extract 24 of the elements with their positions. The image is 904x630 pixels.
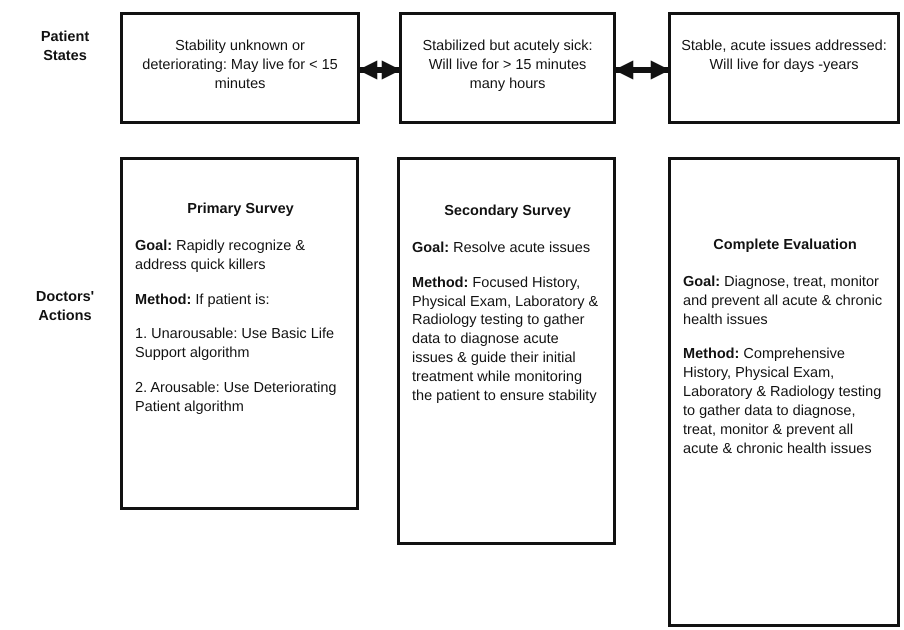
box-heading: Primary Survey	[186, 200, 295, 219]
row-label: Doctors' Actions	[34, 288, 96, 326]
body-text: Method: Focused History, Physical Exam, Laboratory & Radiology testing to gather data to diagnose acute issues & guide their initial treatment while monitoring the patient to ensure stability	[412, 274, 600, 406]
row-label: Patient States	[40, 28, 90, 66]
body-text: Goal: Rapidly recognize & address quick killers	[135, 236, 306, 275]
state-text: Stabilized but acutely sick: Will live for > 15 minutes many hours	[421, 37, 594, 94]
state-box	[668, 12, 900, 124]
body-text: Method: If patient is:	[135, 290, 271, 310]
body-text: 1. Unarousable: Use Basic Life Support algorithm	[135, 325, 336, 364]
action-box	[120, 157, 359, 510]
box-heading: Secondary Survey	[443, 202, 572, 221]
body-text: Goal: Diagnose, treat, monitor and prevent all acute & chronic health issues	[683, 272, 884, 330]
action-box	[397, 157, 616, 545]
state-box	[399, 12, 616, 124]
body-text: Method: Comprehensive History, Physical Exam, Laboratory & Radiology testing to gather data to diagnose, treat, monitor & prevent all acute & chronic health issues	[683, 345, 882, 458]
double-arrow	[614, 60, 670, 80]
double-arrow	[358, 60, 401, 80]
action-box	[668, 157, 900, 627]
body-text: 2. Arousable: Use Deteriorating Patient algorithm	[135, 379, 338, 417]
state-text: Stability unknown or deteriorating: May live for < 15 minutes	[141, 37, 339, 94]
state-text: Stable, acute issues addressed: Will live for days -years	[680, 37, 888, 75]
state-box	[120, 12, 360, 124]
body-text: Goal: Resolve acute issues	[412, 238, 592, 258]
box-heading: Complete Evaluation	[712, 236, 858, 255]
